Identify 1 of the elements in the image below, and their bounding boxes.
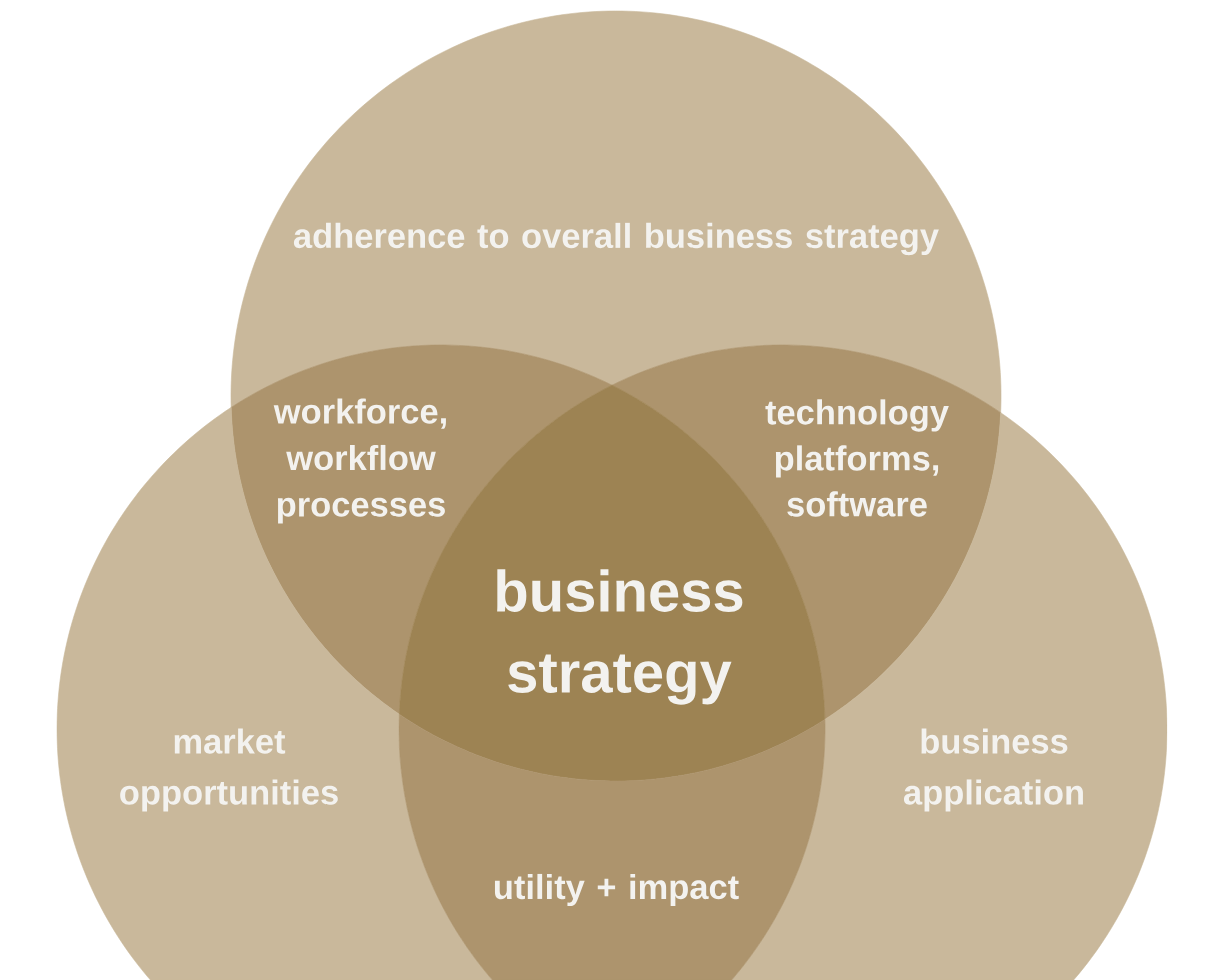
overlap-region: utility + impact [398,713,826,980]
